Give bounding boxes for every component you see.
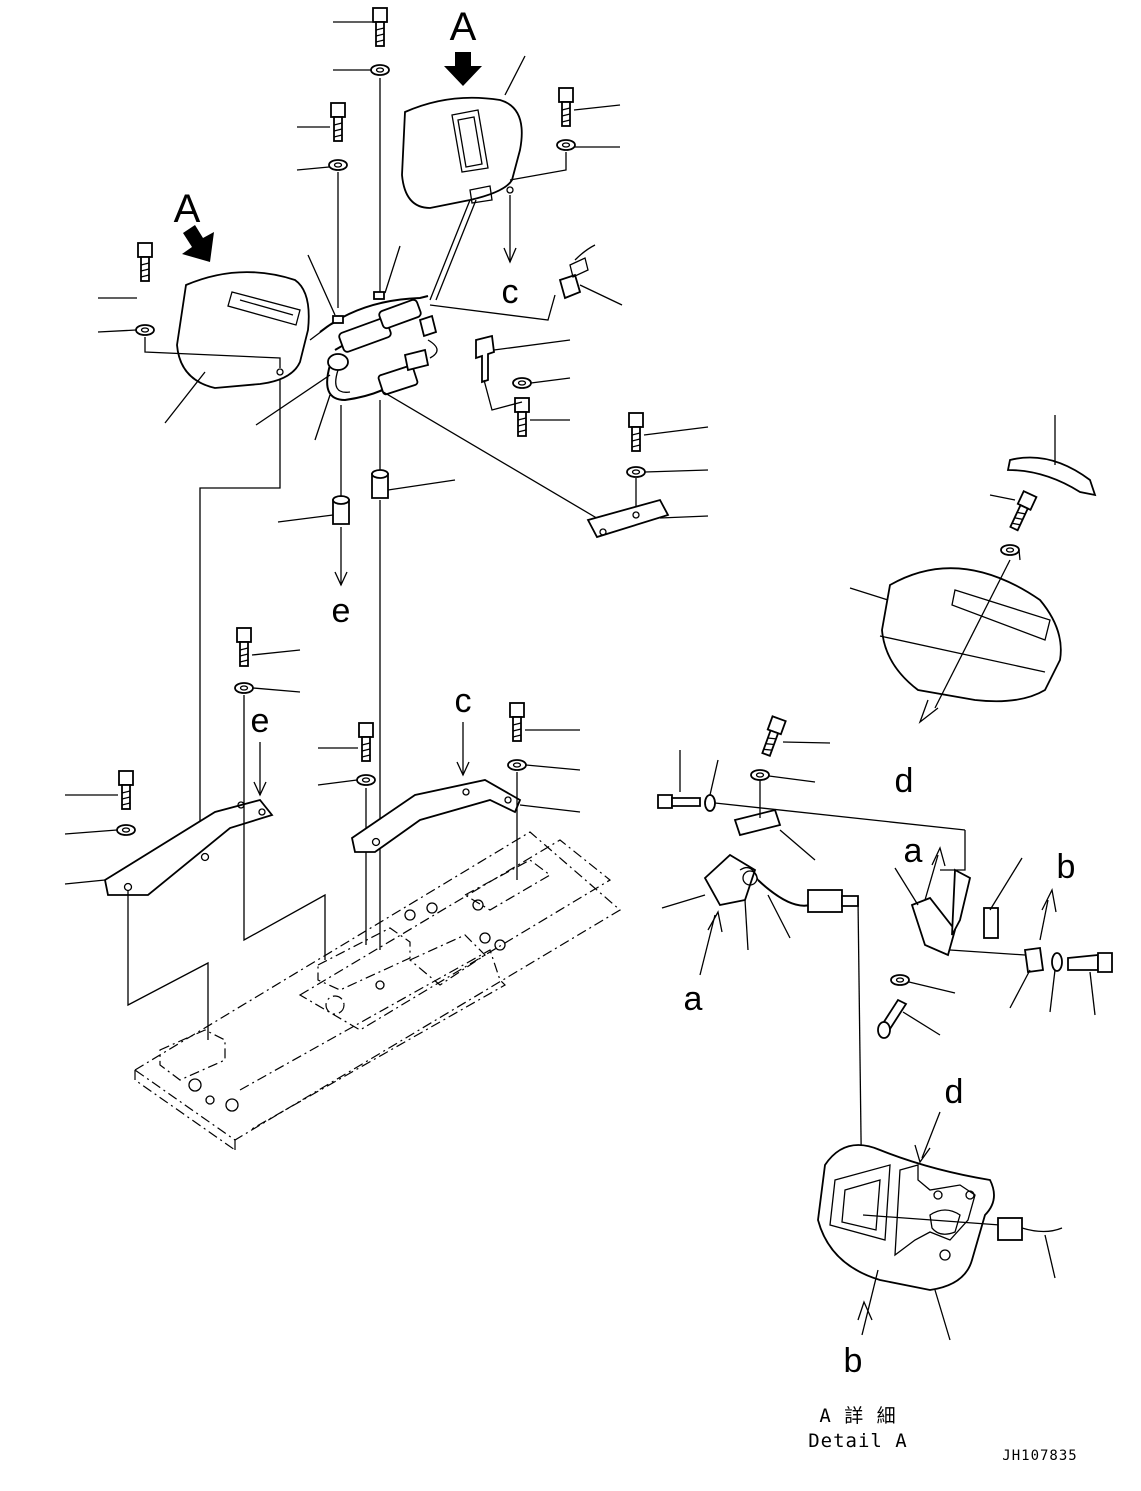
ref-letter-e-mid: e [251,702,270,740]
ref-letter-b-upper: b [1057,848,1076,886]
view-arrow-a-left: A [174,187,214,262]
detail-caption-japanese: A 詳 細 [819,1405,896,1427]
ref-letter-a-upper: a [904,832,923,870]
ref-letter-a-lower: a [684,980,703,1018]
drawing-code: JH107835 [1002,1448,1077,1464]
cab-floor-frame [133,831,622,1152]
ref-letter-b-lower: b [844,1342,863,1380]
view-label-a-top: A [450,5,477,49]
detail-caption-english: Detail A [808,1430,908,1452]
view-arrow-a-top: A [444,5,482,86]
detail-a-bracket [877,830,1113,1039]
ref-letter-d-lower: d [945,1073,964,1111]
ref-letter-e-top: e [332,592,351,630]
view-label-a-left: A [174,187,201,231]
work-lamp-top [401,55,526,209]
ref-letter-c-mid: c [455,682,472,720]
lamp-housing-detail [817,1144,1063,1341]
detail-a-switch-assembly [657,715,966,1216]
ref-letter-d-right: d [895,762,914,800]
work-lamp-left [176,271,310,389]
ref-letter-c-top: c [502,273,519,311]
wiring-harness [309,199,477,402]
work-lamp-right [849,415,1097,724]
